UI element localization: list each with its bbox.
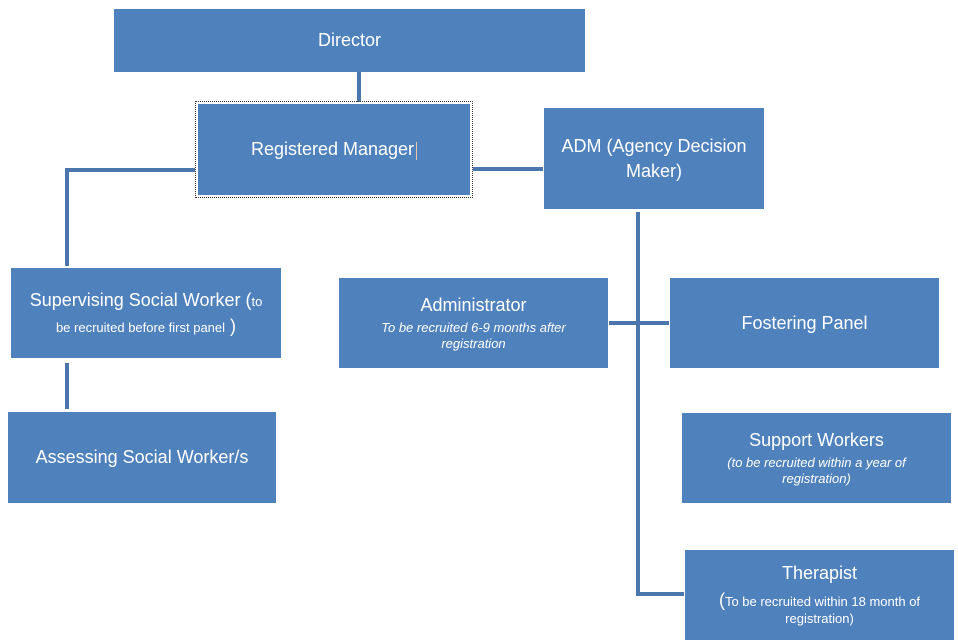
connector-manager-supervising	[65, 168, 69, 266]
therapist-note: (To be recruited within 18 month of regi…	[697, 589, 942, 628]
connector-director-manager	[357, 72, 361, 102]
support-workers-note: (to be recruited within a year of regist…	[727, 455, 906, 487]
registered-manager-label: Registered Manager	[250, 139, 415, 160]
assessing-social-worker-title: Assessing Social Worker/s	[35, 447, 249, 468]
connector-manager-left	[65, 168, 195, 172]
text-cursor	[416, 141, 418, 160]
fostering-panel-node[interactable]: Fostering Panel	[670, 278, 939, 368]
support-workers-title: Support Workers	[749, 429, 884, 450]
connector-manager-adm	[473, 167, 543, 171]
administrator-note: To be recruited 6-9 months after registr…	[381, 320, 566, 352]
therapist-note-text: To be recruited within 18 month of regis…	[724, 593, 921, 627]
connector-administrator-panel	[609, 321, 669, 325]
supervising-social-worker-note-start: to	[251, 293, 263, 309]
support-workers-node[interactable]: Support Workers (to be recruited within …	[682, 413, 951, 503]
connector-adm-trunk	[636, 212, 640, 596]
supervising-social-worker-note: be recruited before first panel )	[56, 315, 236, 338]
adm-node[interactable]: ADM (Agency Decision Maker)	[544, 108, 764, 209]
supervising-social-worker-close-paren: )	[225, 316, 237, 336]
registered-manager-node[interactable]: Registered Manager	[195, 101, 473, 198]
adm-title: ADM (Agency Decision Maker)	[561, 136, 747, 181]
supervising-social-worker-note-text: be recruited before first panel	[55, 320, 226, 335]
supervising-social-worker-title: Supervising Social Worker (to	[30, 289, 263, 312]
therapist-note-paren: (	[718, 589, 725, 610]
therapist-node[interactable]: Therapist (To be recruited within 18 mon…	[685, 550, 954, 640]
supervising-social-worker-label: Supervising Social Worker (	[29, 289, 252, 310]
administrator-title: Administrator	[420, 294, 527, 315]
registered-manager-title: Registered Manager	[250, 138, 418, 161]
assessing-social-worker-node[interactable]: Assessing Social Worker/s	[8, 412, 276, 503]
connector-trunk-therapist	[636, 592, 684, 596]
supervising-social-worker-node[interactable]: Supervising Social Worker (to be recruit…	[11, 268, 281, 358]
administrator-node[interactable]: Administrator To be recruited 6-9 months…	[339, 278, 608, 368]
director-title: Director	[317, 30, 381, 51]
fostering-panel-title: Fostering Panel	[741, 312, 868, 333]
connector-supervising-assessing	[65, 363, 69, 409]
therapist-title: Therapist	[781, 563, 858, 584]
director-node[interactable]: Director	[114, 9, 585, 72]
